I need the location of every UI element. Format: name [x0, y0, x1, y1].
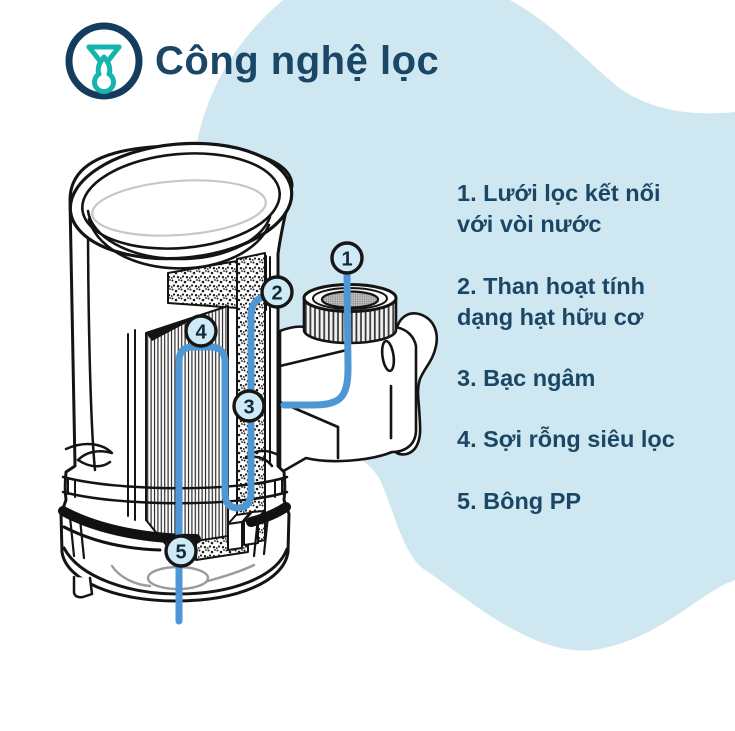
callout-1: 1: [330, 241, 364, 275]
callouts: 1 2 3 4 5: [164, 241, 364, 568]
logo-ring: [65, 22, 143, 100]
svg-text:5: 5: [175, 542, 186, 564]
callout-4: 4: [184, 314, 218, 348]
header: Công nghệ lọc: [63, 19, 439, 103]
callout-2: 2: [260, 275, 294, 309]
faucet-connector: [278, 283, 439, 475]
parts-legend: 1. Lưới lọc kết nối với vòi nước 2. Than…: [457, 178, 727, 547]
hollow-fiber-block: [145, 305, 229, 553]
collar-flaps: [64, 442, 282, 468]
legend-item-3: 3. Bạc ngâm: [457, 365, 596, 391]
housing-rim: [68, 141, 294, 270]
flow-line-1: [280, 269, 352, 409]
legend-item-1: 1. Lưới lọc kết nối với vòi nước: [457, 180, 661, 238]
svg-text:3: 3: [243, 397, 254, 419]
flow-line-2-3-4-5: [175, 289, 280, 625]
faucet-lever-detail: [380, 339, 396, 373]
funnel-drop-glyph: [86, 44, 122, 95]
callout-5: 5: [164, 534, 198, 568]
legend-item-4: 4. Sợi rỗng siêu lọc: [457, 426, 675, 453]
callout-3: 3: [232, 389, 266, 423]
water-line: [91, 179, 267, 237]
svg-text:1: 1: [341, 249, 352, 271]
svg-text:4: 4: [195, 322, 207, 344]
legend-item-2: 2. Than hoạt tính dạng hạt hữu cơ: [457, 272, 645, 330]
legend-item-5: 5. Bông PP: [457, 487, 582, 514]
funnel-drop-logo-icon: [65, 22, 143, 100]
svg-text:2: 2: [271, 283, 282, 305]
page-title: Công nghệ lọc: [155, 39, 440, 83]
